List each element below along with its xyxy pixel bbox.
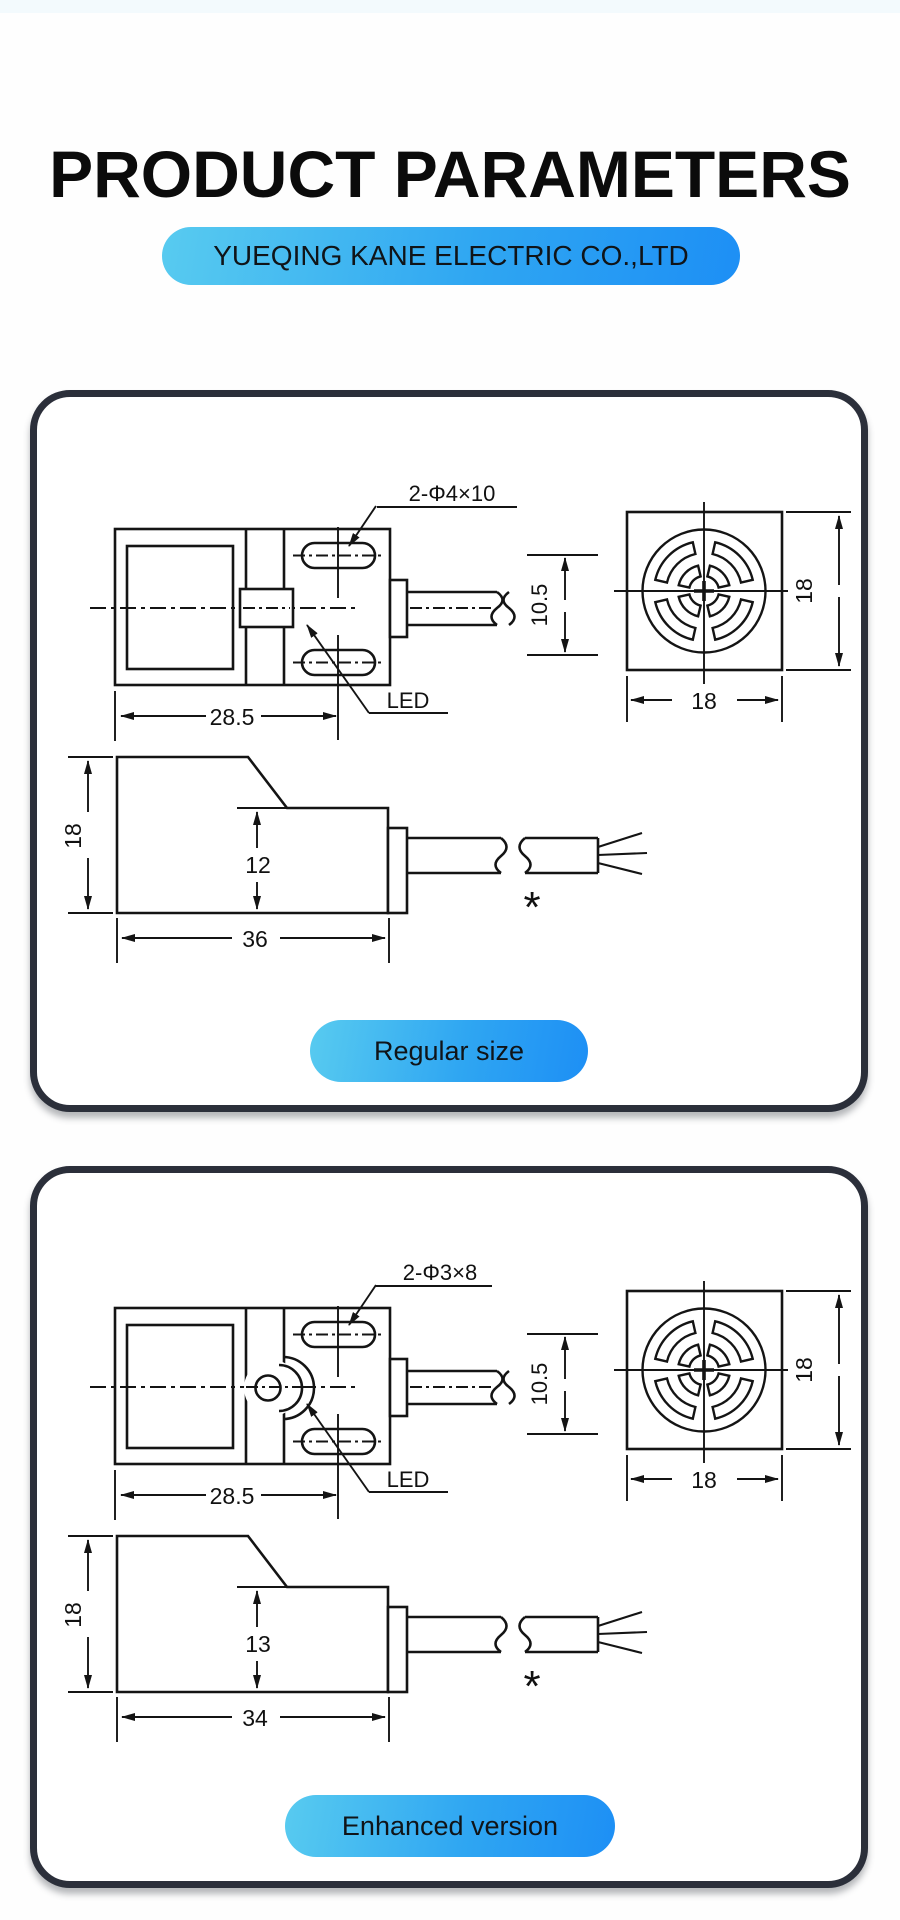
- dim-front-width: 18: [691, 688, 717, 714]
- dim-body-width: 28.5: [210, 1483, 255, 1509]
- dim-step-height: 12: [245, 852, 271, 878]
- page-title: PRODUCT PARAMETERS: [49, 137, 851, 211]
- regular-front-view-drawing: 18 18: [614, 502, 851, 722]
- dim-body-width: 28.5: [210, 704, 255, 730]
- regular-side-view-drawing: 18 12 36 *: [60, 757, 647, 963]
- dim-length: 34: [242, 1705, 268, 1731]
- cable-break-asterisk: *: [523, 1662, 540, 1711]
- dim-front-height: 18: [791, 1357, 817, 1383]
- dim-front-height: 18: [791, 578, 817, 604]
- dim-cable-offset: 10.5: [527, 584, 552, 627]
- size-badge-enhanced: Enhanced version: [285, 1795, 615, 1857]
- led-label: LED: [387, 1467, 430, 1492]
- top-strip: [0, 0, 900, 13]
- size-badge-regular: Regular size: [310, 1020, 588, 1082]
- led-label: LED: [387, 688, 430, 713]
- enhanced-front-view-drawing: 18 18: [614, 1281, 851, 1501]
- led-dome: [282, 1355, 316, 1421]
- company-badge: YUEQING KANE ELECTRIC CO.,LTD: [162, 227, 740, 285]
- regular-top-view-drawing: 2-Φ4×10 LED 28.5 10.5: [90, 481, 598, 741]
- enhanced-side-view-drawing: 18 13 34 *: [60, 1536, 647, 1742]
- led-dome-mask: [244, 1360, 300, 1416]
- panel-regular: [30, 390, 868, 1112]
- hole-spec-label: 2-Φ4×10: [409, 481, 496, 506]
- cable-break-asterisk: *: [523, 883, 540, 932]
- hole-spec-label: 2-Φ3×8: [403, 1260, 477, 1285]
- enhanced-top-view-drawing: 2-Φ3×8 LED 28.5 10.5: [90, 1260, 598, 1520]
- dim-cable-offset: 10.5: [527, 1363, 552, 1406]
- dim-step-height: 13: [245, 1631, 271, 1657]
- dim-length: 36: [242, 926, 268, 952]
- dim-front-width: 18: [691, 1467, 717, 1493]
- dim-side-height: 18: [60, 1602, 86, 1628]
- dim-side-height: 18: [60, 823, 86, 849]
